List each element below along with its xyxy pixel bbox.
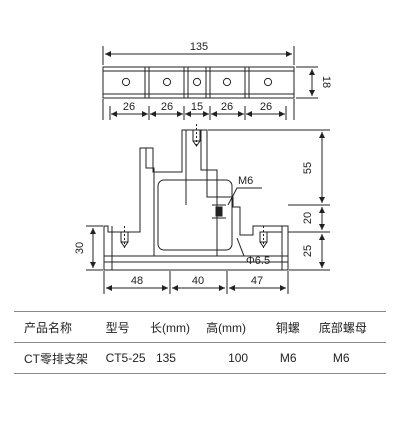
screw-icon: [120, 226, 129, 249]
segment-label-2: 26: [161, 101, 173, 113]
segment-label-3: 15: [191, 101, 203, 113]
right-height-label-1: 55: [302, 162, 314, 174]
segment-label-4: 26: [221, 101, 233, 113]
cell-length: 135: [155, 351, 176, 365]
bottom-width-label-3: 47: [251, 275, 263, 287]
mounting-hole: [222, 77, 232, 87]
header-length: 长(mm): [149, 320, 190, 335]
center-block: [157, 179, 233, 251]
right-height-label-3: 25: [302, 245, 314, 257]
front-view: [86, 124, 330, 294]
table-header-row: 产品名称 型号 长(mm) 高(mm) 铜螺 底部螺母: [14, 311, 386, 343]
overall-length-label: 135: [190, 41, 208, 53]
table-row: CT零排支架 CT5-25 135 100 M6 M6: [14, 343, 386, 374]
header-copper-screw: 铜螺: [275, 320, 300, 335]
left-height-label: 30: [74, 242, 86, 254]
mounting-hole: [263, 77, 273, 87]
top-view: [102, 46, 318, 120]
spec-table: 产品名称 型号 长(mm) 高(mm) 铜螺 底部螺母 CT零排支架 CT5-2…: [14, 311, 386, 374]
segment-label-1: 26: [123, 101, 135, 113]
cell-copper-screw: M6: [279, 351, 297, 365]
header-product-name: 产品名称: [24, 320, 73, 335]
screw-icon: [192, 124, 201, 147]
mounting-hole: [192, 77, 202, 87]
screw-icon: [259, 226, 268, 249]
cell-product-name: CT零排支架: [24, 351, 88, 366]
hole-label: Φ6.5: [246, 255, 270, 267]
hole-leader: [236, 237, 268, 257]
top-height-label: 18: [320, 76, 332, 88]
bottom-width-label-2: 40: [192, 275, 204, 287]
right-height-label-2: 20: [302, 212, 314, 224]
cell-model: CT5-25: [105, 351, 146, 365]
mounting-hole: [162, 77, 172, 87]
thread-label: M6: [238, 175, 253, 187]
technical-drawing: 135 18 26 26 15 26 26: [74, 41, 332, 294]
header-model: 型号: [105, 320, 130, 335]
segment-label-5: 26: [260, 101, 272, 113]
m6-leader: [227, 187, 262, 206]
mounting-hole: [121, 77, 131, 87]
bottom-width-label-1: 48: [131, 275, 143, 287]
header-bottom-nut: 底部螺母: [318, 320, 367, 335]
cell-bottom-nut: M6: [332, 351, 350, 365]
top-view-body: [102, 66, 295, 99]
cell-height: 100: [228, 351, 249, 365]
front-view-outline: [103, 129, 289, 271]
header-height: 高(mm): [206, 320, 247, 335]
